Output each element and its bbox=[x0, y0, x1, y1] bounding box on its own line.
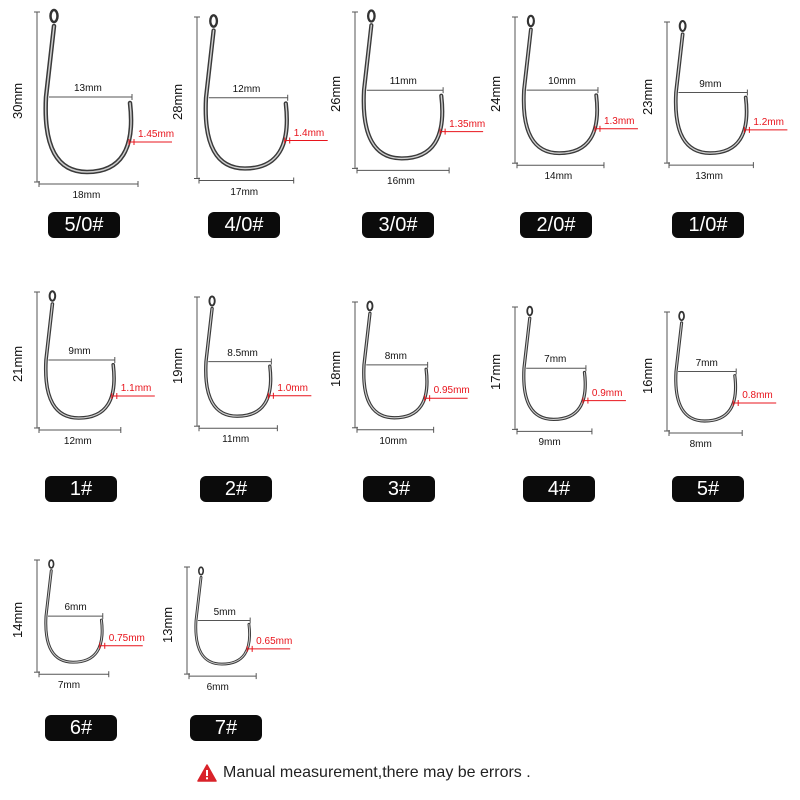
gap-width-label: 5mm bbox=[213, 606, 236, 618]
hook-illustration bbox=[184, 566, 291, 680]
hook-illustration bbox=[512, 14, 638, 169]
gap-width-label: 9mm bbox=[699, 78, 722, 90]
wire-diameter-label: 1.2mm bbox=[753, 116, 784, 128]
gap-width-label: 9mm bbox=[68, 346, 91, 357]
overall-width-label: 14mm bbox=[544, 171, 573, 183]
hook-spec-card: 14mm 6mm 0.75mm 7mm bbox=[0, 548, 150, 788]
gap-width-label: 11mm bbox=[389, 76, 417, 88]
gap-width-label: 7mm bbox=[544, 354, 567, 366]
hook-illustration bbox=[352, 9, 484, 174]
overall-width-label: 8mm bbox=[689, 439, 712, 450]
wire-diameter-label: 1.1mm bbox=[120, 383, 152, 394]
hook-spec-card: 16mm 7mm 0.8mm 8mm bbox=[630, 300, 780, 540]
hook-size-badge: 1/0# bbox=[672, 212, 744, 238]
hook-spec-card: 24mm 10mm 1.3mm 14mm bbox=[478, 5, 638, 245]
shank-length-label: 17mm bbox=[488, 354, 503, 391]
overall-width-label: 7mm bbox=[57, 680, 81, 692]
overall-width-label: 6mm bbox=[206, 682, 229, 694]
hook-spec-card: 23mm 9mm 1.2mm 13mm bbox=[630, 10, 788, 250]
hook-spec-card: 18mm 8mm 0.95mm 10mm bbox=[318, 290, 470, 530]
hook-illustration bbox=[664, 19, 788, 169]
shank-length-label: 21mm bbox=[10, 345, 25, 382]
hook-illustration bbox=[194, 14, 328, 184]
hook-size-badge: 7# bbox=[190, 715, 262, 741]
hook-size-badge: 4/0# bbox=[208, 212, 280, 238]
gap-width-label: 6mm bbox=[64, 602, 87, 614]
hook-size-badge: 3# bbox=[363, 476, 435, 502]
hook-spec-card: 28mm 12mm 1.4mm 17mm bbox=[160, 5, 328, 245]
overall-width-label: 12mm bbox=[63, 436, 92, 447]
wire-diameter-label: 0.8mm bbox=[742, 390, 773, 401]
hook-illustration bbox=[34, 290, 155, 433]
shank-length-label: 24mm bbox=[488, 75, 503, 113]
overall-width-label: 10mm bbox=[379, 435, 408, 447]
gap-width-label: 8.5mm bbox=[227, 347, 258, 359]
gap-width-label: 7mm bbox=[695, 357, 718, 369]
hook-illustration bbox=[512, 305, 626, 435]
wire-diameter-label: 0.95mm bbox=[433, 385, 470, 397]
wire-diameter-label: 1.4mm bbox=[293, 127, 325, 139]
shank-length-label: 28mm bbox=[170, 83, 185, 120]
shank-length-label: 30mm bbox=[10, 82, 25, 119]
hook-size-badge: 2# bbox=[200, 476, 272, 502]
hook-spec-card: 19mm 8.5mm 1.0mm 11mm bbox=[160, 285, 312, 525]
shank-length-label: 13mm bbox=[160, 606, 175, 643]
hook-illustration bbox=[34, 8, 172, 187]
overall-width-label: 18mm bbox=[72, 190, 101, 201]
overall-width-label: 13mm bbox=[695, 171, 723, 183]
wire-diameter-label: 1.3mm bbox=[603, 115, 635, 127]
hook-spec-card: 30mm 13mm 1.45mm 18mm bbox=[0, 0, 174, 240]
wire-diameter-label: 0.9mm bbox=[591, 387, 623, 399]
hook-size-badge: 2/0# bbox=[520, 212, 592, 238]
overall-width-label: 17mm bbox=[230, 186, 259, 198]
hook-illustration bbox=[352, 300, 468, 433]
hook-size-badge: 3/0# bbox=[362, 212, 434, 238]
shank-length-label: 16mm bbox=[640, 357, 655, 394]
overall-width-label: 16mm bbox=[387, 176, 415, 188]
warning-triangle-icon bbox=[197, 764, 217, 782]
hook-spec-card: 13mm 5mm 0.65mm 6mm bbox=[150, 555, 300, 795]
wire-diameter-label: 1.45mm bbox=[138, 129, 175, 140]
shank-length-label: 18mm bbox=[328, 350, 343, 387]
hook-spec-card: 26mm 11mm 1.35mm 16mm bbox=[318, 0, 485, 240]
gap-width-label: 8mm bbox=[384, 350, 407, 362]
gap-width-label: 10mm bbox=[548, 76, 576, 88]
wire-diameter-label: 1.35mm bbox=[449, 118, 486, 130]
hook-spec-card: 21mm 9mm 1.1mm 12mm bbox=[0, 280, 155, 520]
shank-length-label: 26mm bbox=[328, 76, 343, 113]
hook-size-badge: 1# bbox=[45, 476, 117, 502]
wire-diameter-label: 0.65mm bbox=[256, 635, 293, 647]
hook-size-badge: 5# bbox=[672, 476, 744, 502]
measurement-disclaimer: Manual measurement,there may be errors . bbox=[197, 764, 531, 782]
hook-illustration bbox=[34, 559, 143, 678]
hook-spec-card: 17mm 7mm 0.9mm 9mm bbox=[478, 295, 628, 535]
gap-width-label: 13mm bbox=[74, 83, 102, 94]
shank-length-label: 19mm bbox=[170, 347, 185, 384]
gap-width-label: 12mm bbox=[232, 83, 261, 95]
shank-length-label: 14mm bbox=[10, 601, 25, 639]
disclaimer-text: Manual measurement,there may be errors . bbox=[223, 764, 531, 781]
hook-illustration bbox=[664, 310, 777, 436]
hook-illustration bbox=[194, 295, 312, 432]
wire-diameter-label: 1.0mm bbox=[277, 382, 308, 394]
hook-size-badge: 5/0# bbox=[48, 212, 120, 238]
shank-length-label: 23mm bbox=[640, 78, 655, 115]
overall-width-label: 9mm bbox=[538, 437, 561, 449]
hook-size-badge: 4# bbox=[523, 476, 595, 502]
wire-diameter-label: 0.75mm bbox=[108, 632, 145, 644]
hook-size-badge: 6# bbox=[45, 715, 117, 741]
overall-width-label: 11mm bbox=[222, 434, 250, 446]
